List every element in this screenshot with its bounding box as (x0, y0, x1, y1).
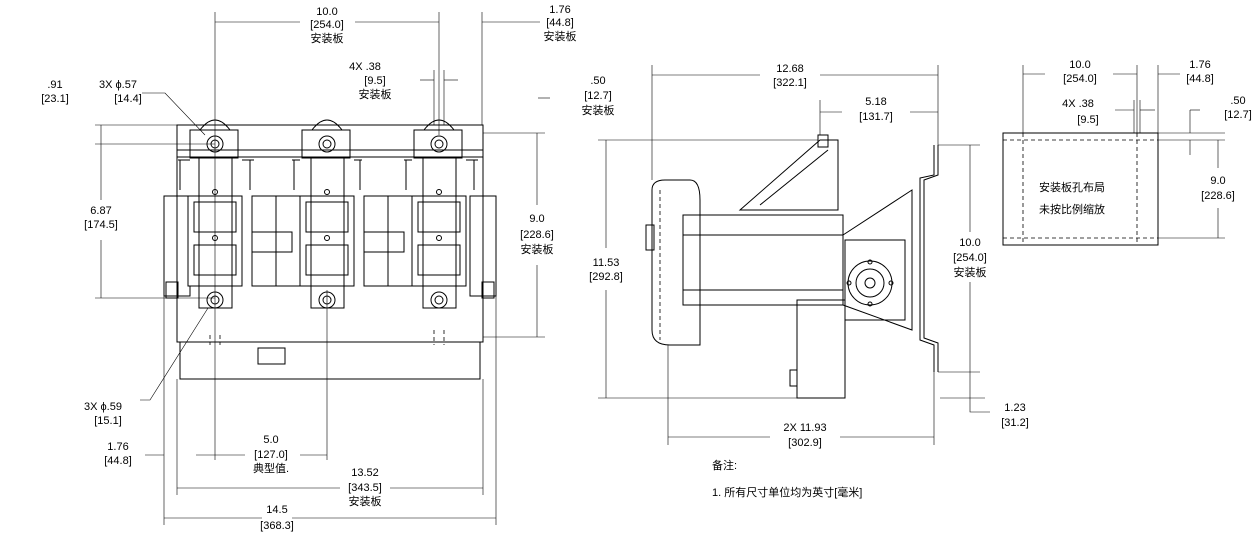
sv-depth-1: 12.68 (776, 63, 804, 75)
side-view: .50 [12.7] 安装板 12.68 [322.1] 5.18 [131.7… (582, 63, 1029, 449)
hl-top-1: .50 (1230, 95, 1245, 107)
sv-depth-2: [322.1] (773, 77, 807, 89)
fv-slot-1: 4X .38 (349, 61, 381, 73)
sv-depth-inner-2: [131.7] (859, 111, 893, 123)
fv-right-vertical-3: 安装板 (521, 242, 554, 256)
sv-height-1: 11.53 (593, 257, 620, 269)
fv-left-offset-2: [23.1] (41, 93, 69, 105)
fv-bottom-holes-2: [15.1] (94, 415, 122, 427)
hl-height-1: 9.0 (1210, 175, 1225, 187)
notes-item-1: 1. 所有尺寸单位均为英寸[毫米] (712, 485, 862, 499)
fv-bottom-left-1: 1.76 (107, 441, 128, 453)
fv-top-width-3: 安装板 (311, 31, 344, 45)
fv-top-right-1: 1.76 (549, 4, 570, 16)
fv-right-vertical-2: [228.6] (520, 229, 554, 241)
notes-title: 备注: (712, 458, 737, 472)
hl-width-2: [254.0] (1063, 73, 1097, 85)
fv-vertical-1: 6.87 (90, 205, 111, 217)
sv-bottom-width-2: [302.9] (788, 437, 822, 449)
fv-top-width-1: 10.0 (316, 6, 337, 18)
hole-layout-plate (1002, 132, 1159, 246)
hl-width-1: 10.0 (1069, 59, 1090, 71)
sv-top-left-1: .50 (590, 75, 605, 87)
hl-label-1: 安装板孔布局 (1039, 180, 1105, 194)
sv-plate-height-3: 安装板 (954, 265, 987, 279)
sv-plate-height-2: [254.0] (953, 252, 987, 264)
fv-overall-width-1: 14.5 (266, 504, 287, 516)
fv-vertical-2: [174.5] (84, 219, 118, 231)
hl-height-2: [228.6] (1201, 190, 1235, 202)
sv-bottom-right-1: 1.23 (1004, 402, 1025, 414)
fv-pitch-3: 典型值. (253, 461, 289, 475)
sv-depth-inner-1: 5.18 (865, 96, 886, 108)
fv-slot-3: 安装板 (359, 87, 392, 101)
hl-slot-2: [9.5] (1077, 114, 1098, 126)
sv-height-2: [292.8] (589, 271, 623, 283)
front-view: 10.0 [254.0] 安装板 1.76 [44.8] 安装板 4X .38 … (41, 4, 576, 532)
fv-pitch-2: [127.0] (254, 449, 288, 461)
sv-bottom-right-2: [31.2] (1001, 417, 1029, 429)
nameplate (257, 347, 286, 365)
fv-overall-width-2: [368.3] (260, 520, 294, 532)
fv-top-width-2: [254.0] (310, 19, 344, 31)
hole-layout-view: 10.0 [254.0] 1.76 [44.8] 4X .38 [9.5] .5… (1002, 59, 1252, 246)
pole-middle (292, 119, 362, 309)
hl-slot-1: 4X .38 (1062, 98, 1094, 110)
hl-right-2: [44.8] (1186, 73, 1214, 85)
fv-top-holes-1: 3X ϕ.57 (99, 79, 137, 91)
sv-plate-height-1: 10.0 (959, 237, 980, 249)
fv-right-vertical-1: 9.0 (529, 213, 544, 225)
fv-bottom-holes-1: 3X ϕ.59 (84, 401, 122, 413)
fv-slot-2: [9.5] (364, 75, 385, 87)
fv-pitch-1: 5.0 (263, 434, 278, 446)
fv-top-right-3: 安装板 (544, 29, 577, 43)
fv-top-right-2: [44.8] (546, 17, 574, 29)
hl-label-2: 未按比例缩放 (1039, 202, 1105, 216)
pole-left (178, 119, 254, 309)
fv-plate-width-2: [343.5] (348, 482, 382, 494)
notes: 备注: 1. 所有尺寸单位均为英寸[毫米] (712, 458, 862, 499)
pole-right (404, 119, 478, 309)
sv-bottom-width-1: 2X 11.93 (783, 422, 826, 434)
hl-top-2: [12.7] (1224, 109, 1252, 121)
fv-left-offset-1: .91 (47, 79, 62, 91)
sv-top-left-3: 安装板 (582, 103, 615, 117)
hl-right-1: 1.76 (1189, 59, 1210, 71)
fv-bottom-left-2: [44.8] (104, 455, 132, 467)
fv-top-holes-2: [14.4] (114, 93, 142, 105)
fv-plate-width-1: 13.52 (351, 467, 379, 479)
sv-top-left-2: [12.7] (584, 90, 612, 102)
bottom-housing (179, 341, 481, 380)
fv-plate-width-3: 安装板 (349, 494, 382, 508)
